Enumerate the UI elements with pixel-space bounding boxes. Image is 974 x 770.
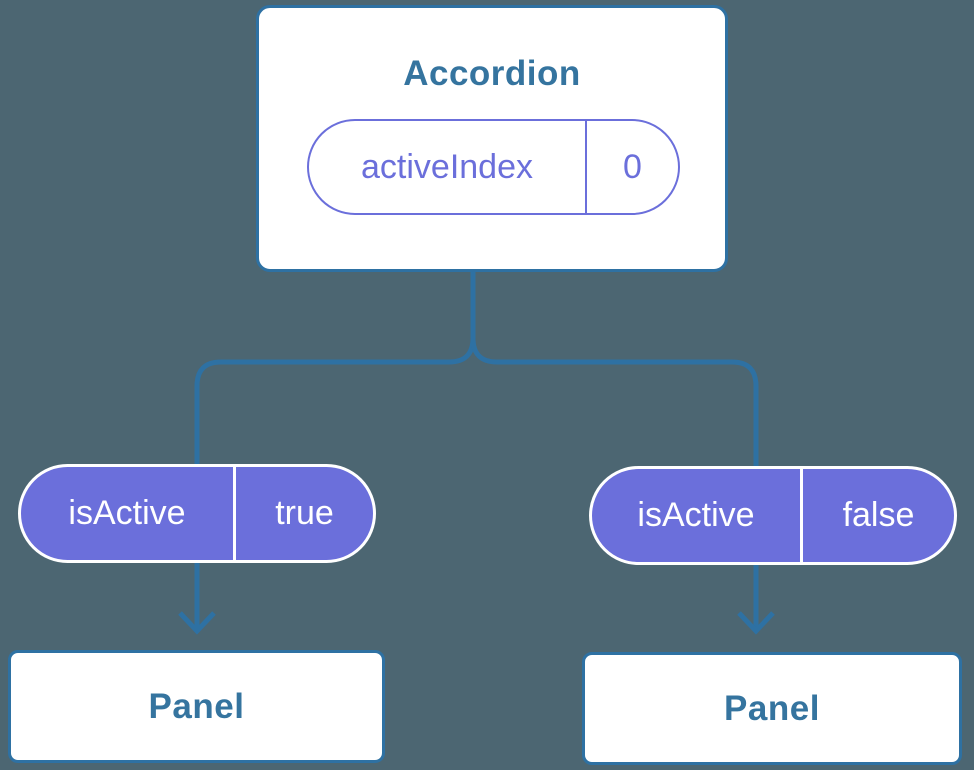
prop-pill-name: isActive xyxy=(637,496,755,534)
state-pill-value: 0 xyxy=(623,147,642,186)
pill-divider xyxy=(800,469,803,562)
arrow-down-icon xyxy=(178,611,216,635)
connector-left xyxy=(178,272,476,635)
arrow-down-icon xyxy=(737,611,775,635)
state-pill-name: activeIndex xyxy=(361,147,533,186)
prop-pill-value: false xyxy=(842,496,915,534)
prop-pill-value: true xyxy=(275,494,334,532)
pill-divider xyxy=(233,467,236,560)
connector-right xyxy=(470,272,775,635)
prop-pill-isactive-false: isActive false xyxy=(589,466,957,565)
prop-pill-name: isActive xyxy=(68,494,186,532)
pill-divider xyxy=(585,121,587,213)
panel-node-right: Panel xyxy=(582,652,962,765)
accordion-node-title: Accordion xyxy=(403,54,581,93)
accordion-node: Accordion activeIndex 0 xyxy=(256,5,728,272)
prop-pill-isactive-true: isActive true xyxy=(18,464,376,563)
state-pill-activeindex: activeIndex 0 xyxy=(307,119,680,215)
panel-node-left: Panel xyxy=(8,650,385,763)
